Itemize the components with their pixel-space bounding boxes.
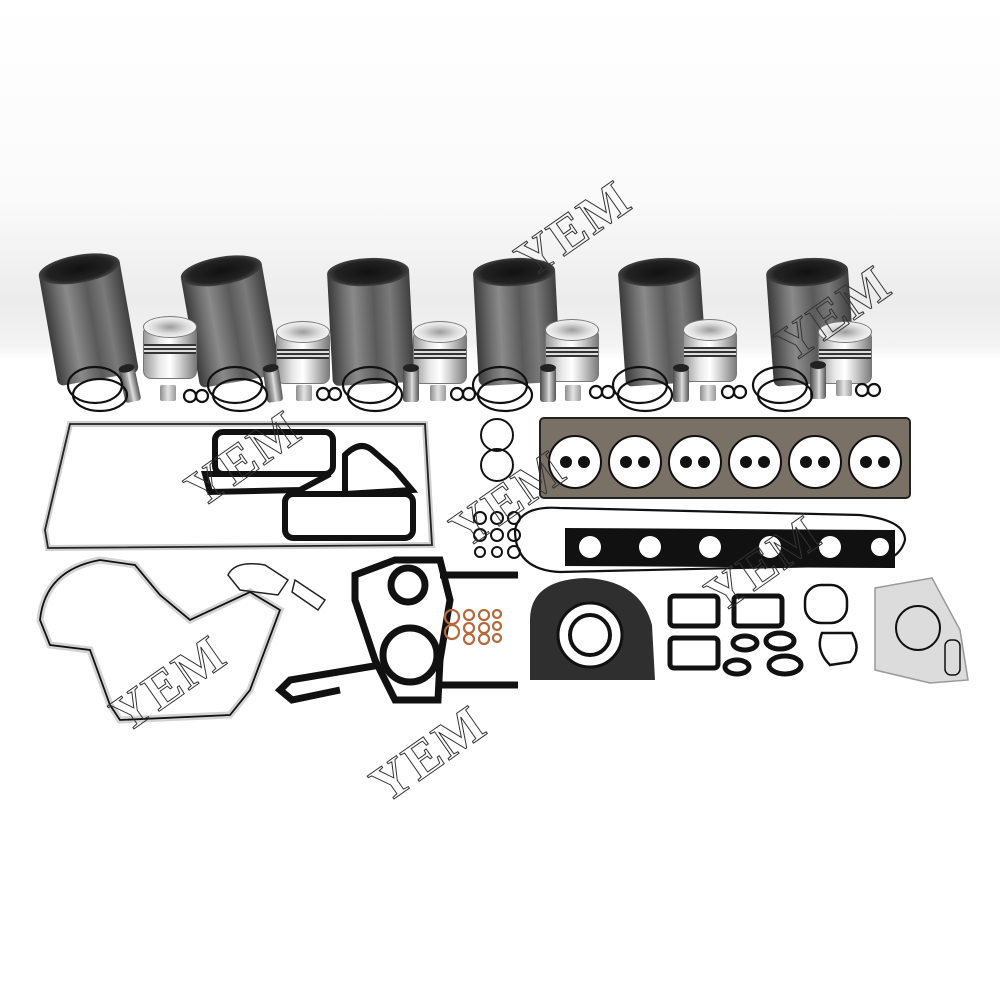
- bushing-4: [565, 385, 581, 401]
- piston-pin-6: [810, 361, 826, 399]
- bushing-5: [700, 385, 716, 401]
- piston-pin-3: [403, 364, 419, 402]
- piston-2: [276, 321, 330, 384]
- water-pump-gasket: [874, 577, 969, 684]
- cylinder-head-gasket: [539, 417, 911, 499]
- front-housing-gasket: [274, 556, 518, 704]
- bushing-2: [296, 385, 312, 401]
- valve-cover-gasket: [513, 506, 907, 574]
- piston-pin-4: [540, 364, 556, 402]
- egr-flange-gaskets: [667, 593, 804, 677]
- piston-6: [818, 321, 872, 384]
- bushing-1: [160, 385, 176, 401]
- exhaust-manifold-gasket: [565, 528, 895, 568]
- piston-3: [413, 321, 467, 384]
- oil-cooler-gaskets: [201, 429, 419, 541]
- bushing-3: [430, 385, 446, 401]
- rear-crankshaft-seal-housing: [530, 578, 655, 680]
- timing-cover-gasket: [36, 556, 327, 724]
- piston-pin-5: [673, 364, 689, 402]
- piston-4: [545, 319, 599, 382]
- round-seals-right: [803, 583, 858, 667]
- piston-1: [143, 316, 197, 379]
- copper-washers: [443, 608, 503, 646]
- bushing-6: [836, 380, 852, 396]
- piston-5: [683, 319, 737, 382]
- oil-pan-gasket: [41, 421, 436, 552]
